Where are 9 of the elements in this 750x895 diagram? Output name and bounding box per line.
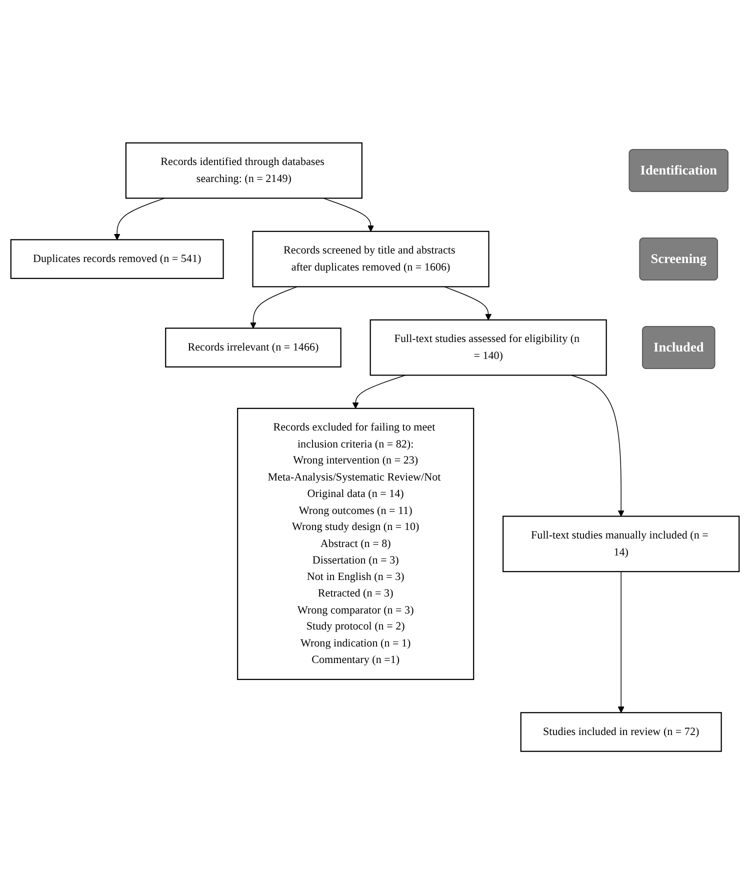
arrow bbox=[618, 572, 624, 714]
node-box: Records identified through databases searching: (n = 2149) bbox=[125, 142, 362, 200]
node-box: Studies included in review (n = 72) bbox=[520, 712, 722, 752]
node-box: Full-text studies assessed for eligibility (n = 140) bbox=[370, 320, 607, 376]
node-box: Records excluded for failing to meet inclusion criteria (n = 82): Wrong intervention (n = 23) Meta-Analysis/Systematic Review/Not Original data (n = 14) Wrong outcomes (n = 11) Wrong study design (n = 10) Abstract (n = 8) Dissertation (n = 3) Not in English (n = 3) Retracted (n = 3) Wrong comparator (n = 3) Study protocol (n = 2) Wrong indication (n = 1) Commentary (n =1) bbox=[237, 408, 474, 680]
node-box: Duplicates records removed (n = 541) bbox=[10, 240, 224, 280]
node-box: Records screened by title and abstracts after duplicates removed (n = 1606) bbox=[252, 231, 490, 288]
node-box: Full-text studies manually included (n = 14) bbox=[502, 516, 740, 572]
node-box: Records irrelevant (n = 1466) bbox=[165, 328, 342, 368]
